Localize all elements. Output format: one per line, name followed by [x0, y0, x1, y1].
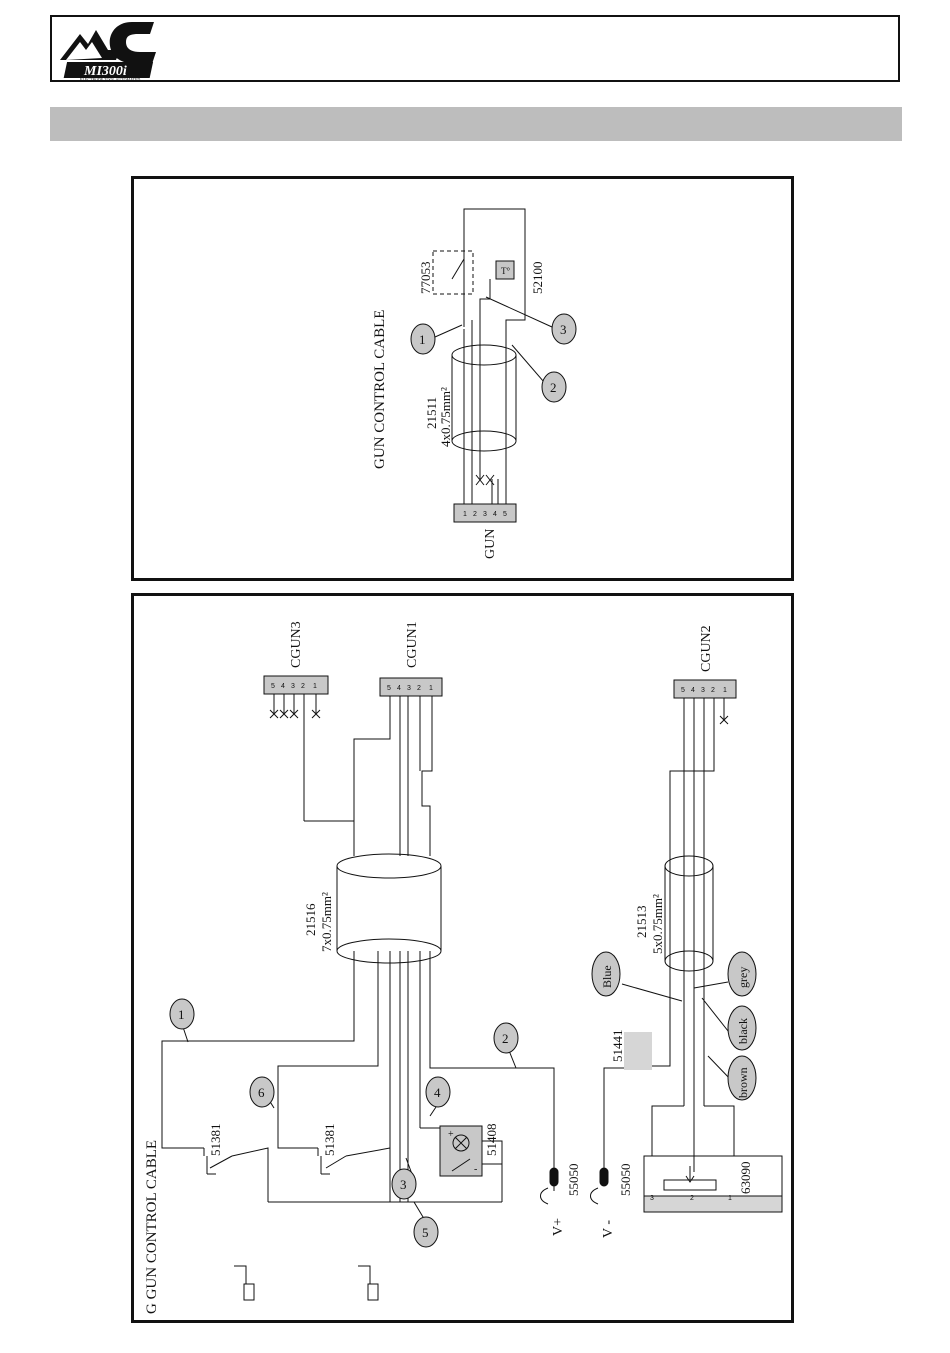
cgun3-pin-2: 2 — [301, 683, 305, 690]
cable-spec-5x075: 5x0.75mm² — [650, 894, 665, 954]
cgun1-pin-2: 2 — [417, 685, 421, 692]
wire-color-grey: grey — [736, 967, 750, 988]
top-callout-2: 2 — [550, 380, 557, 395]
cgun3-pin-5: 5 — [271, 683, 275, 690]
lamp-minus: - — [474, 1164, 477, 1175]
pot-code-63090: 63090 — [738, 1162, 753, 1195]
cable-code-21516: 21516 — [303, 903, 318, 936]
gun-pin-2: 2 — [473, 511, 477, 518]
sensor-code-52100: 52100 — [530, 262, 545, 295]
cgun1-pin-3: 3 — [407, 685, 411, 692]
switch-code-51381-a: 51381 — [208, 1124, 223, 1157]
pot-pin-3: 3 — [650, 1195, 654, 1202]
bottom-callout-2: 2 — [502, 1031, 509, 1046]
gun-pin-5: 5 — [503, 511, 507, 518]
switch-code-51381-b: 51381 — [322, 1124, 337, 1157]
top-callout-3: 3 — [560, 322, 567, 337]
lamp-plus: + — [448, 1129, 454, 1140]
cgun3-label: CGUN3 — [289, 621, 304, 668]
gun-pin-3: 3 — [483, 511, 487, 518]
plug-code-55050-a: 55050 — [566, 1164, 581, 1197]
g-gun-control-cable-panel: 3 2 1 5 4 3 2 1 5 4 3 2 1 5 4 3 2 1 — [131, 593, 794, 1323]
bottom-callout-3: 3 — [400, 1177, 407, 1192]
logo-graphic: MI300i ELECTRODE TOOL AUTOMATED — [58, 20, 168, 82]
brand-logo: MI300i ELECTRODE TOOL AUTOMATED — [58, 20, 168, 82]
cgun2-label: CGUN2 — [699, 625, 714, 672]
plug-label-v-minus: V - — [601, 1220, 616, 1238]
cgun3-pin-1: 1 — [313, 683, 317, 690]
top-panel-title: GUN CONTROL CABLE — [372, 310, 388, 469]
wire-color-brown: brown — [736, 1067, 750, 1098]
logo-tagline: ELECTRODE TOOL AUTOMATED — [80, 77, 140, 82]
bottom-callout-5: 5 — [422, 1225, 429, 1240]
g-gun-control-cable-diagram: 3 2 1 5 4 3 2 1 5 4 3 2 1 5 4 3 2 1 — [134, 596, 791, 1320]
gun-control-cable-diagram: 1 2 3 4 5 1 2 3 T° GUN CONTROL CABLE GUN… — [134, 179, 791, 578]
cgun1-label: CGUN1 — [405, 621, 420, 668]
lamp-code-51408: 51408 — [484, 1124, 499, 1157]
sensor-symbol: T° — [501, 266, 510, 276]
header-box: MI300i ELECTRODE TOOL AUTOMATED — [50, 15, 900, 82]
cgun1-pin-5: 5 — [387, 685, 391, 692]
bottom-callout-4: 4 — [434, 1085, 441, 1100]
cable-spec-4x075: 4x0.75mm² — [438, 387, 453, 447]
pot-pin-1: 1 — [728, 1195, 732, 1202]
gun-pin-4: 4 — [493, 511, 497, 518]
cable-code-21511: 21511 — [424, 397, 439, 429]
cgun3-pin-4: 4 — [281, 683, 285, 690]
cgun1-pin-1: 1 — [429, 685, 433, 692]
plug-label-v-plus: V+ — [551, 1218, 566, 1236]
cgun1-pin-4: 4 — [397, 685, 401, 692]
wire-color-black: black — [736, 1018, 750, 1044]
bottom-callout-6: 6 — [258, 1085, 265, 1100]
fuse-code-51441: 51441 — [610, 1030, 625, 1063]
gun-pin-1: 1 — [463, 511, 467, 518]
cgun2-pin-2: 2 — [711, 687, 715, 694]
bottom-callout-1: 1 — [178, 1007, 185, 1022]
cgun2-pin-3: 3 — [701, 687, 705, 694]
top-callout-1: 1 — [419, 332, 426, 347]
bottom-panel-title: G GUN CONTROL CABLE — [144, 1140, 160, 1314]
section-banner — [50, 107, 902, 141]
plug-code-55050-b: 55050 — [618, 1164, 633, 1197]
wire-color-blue: Blue — [600, 965, 614, 988]
cgun2-pin-4: 4 — [691, 687, 695, 694]
pot-pin-2: 2 — [690, 1195, 694, 1202]
gun-control-cable-panel: 1 2 3 4 5 1 2 3 T° GUN CONTROL CABLE GUN… — [131, 176, 794, 581]
cable-spec-7x075: 7x0.75mm² — [319, 892, 334, 952]
gun-connector-label: GUN — [483, 529, 498, 559]
cgun2-pin-1: 1 — [723, 687, 727, 694]
cable-code-21513: 21513 — [634, 906, 649, 939]
cgun3-pin-3: 3 — [291, 683, 295, 690]
cgun2-pin-5: 5 — [681, 687, 685, 694]
switch-code-77053: 77053 — [418, 262, 433, 295]
